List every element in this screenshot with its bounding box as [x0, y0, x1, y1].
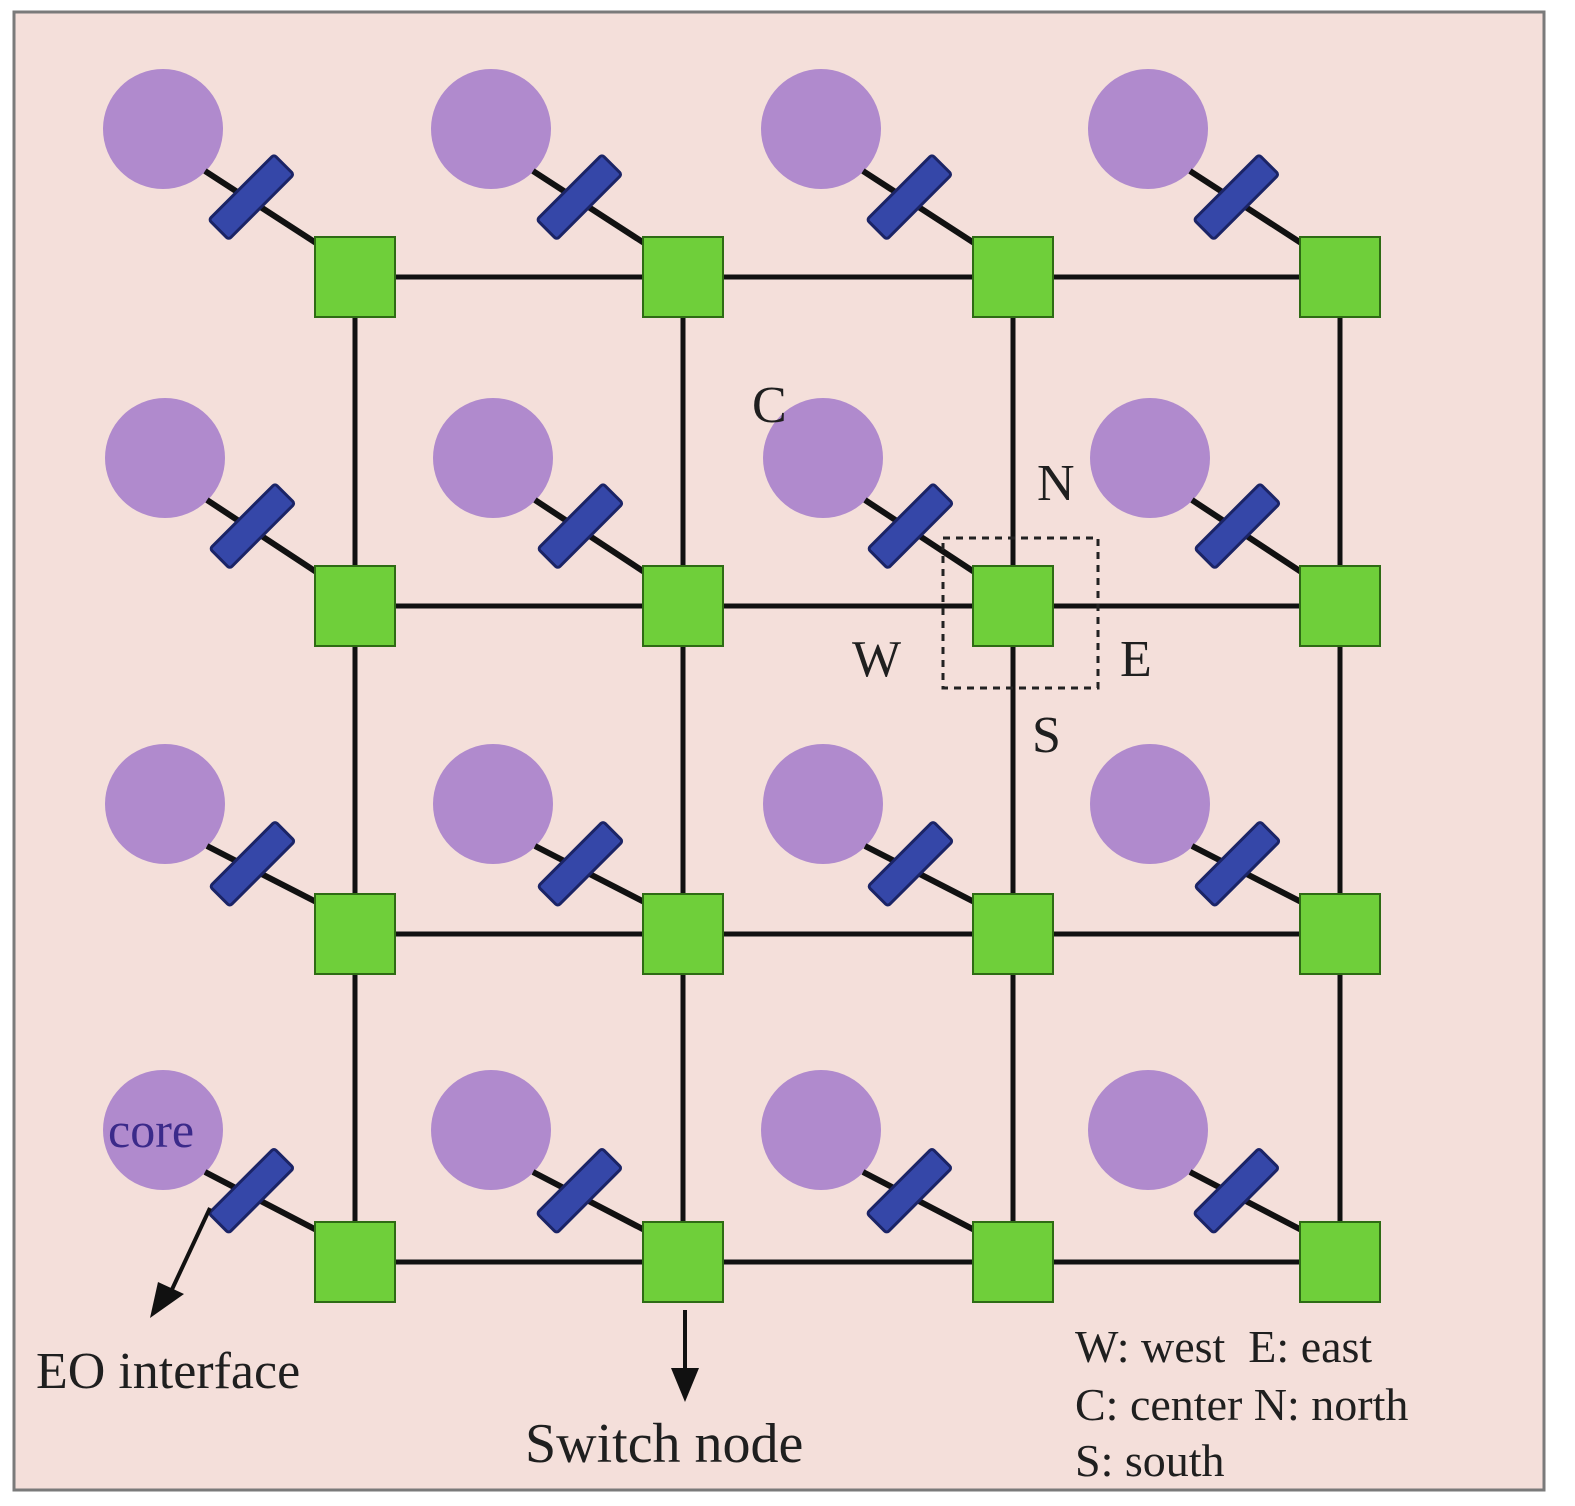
tile: [761, 69, 1054, 318]
core-switch-connector: [1188, 1169, 1317, 1240]
core-switch-connector: [1190, 497, 1317, 584]
eo-interface: [867, 821, 954, 907]
tile: [1090, 744, 1381, 975]
eo-interface-label: EO interface: [36, 1343, 300, 1400]
legend-line-3: S: south: [1075, 1435, 1225, 1486]
switch-node: [1299, 565, 1381, 647]
switch-node: [642, 893, 724, 975]
switch-node: [314, 893, 396, 975]
switch-node: [314, 236, 396, 318]
core-switch-connector: [205, 843, 332, 912]
core-switch-connector: [863, 843, 990, 912]
mesh-tiles: [103, 69, 1381, 1303]
core-circle: [1090, 398, 1210, 518]
switch-node: [1299, 236, 1381, 318]
eo-interface: [536, 1148, 623, 1234]
diagram-background: [12, 10, 1546, 1492]
core-switch-connector: [203, 168, 332, 255]
core-switch-connector: [533, 843, 660, 912]
core-switch-connector: [1188, 168, 1317, 255]
legend: W: west E: east C: center N: north S: so…: [1075, 1321, 1408, 1486]
core-circle: [763, 398, 883, 518]
legend-line-1: W: west E: east: [1075, 1321, 1372, 1372]
switch-node: [972, 236, 1054, 318]
eo-interface-arrow: [150, 1207, 212, 1318]
core-circle: [1088, 1070, 1208, 1190]
switch-node: [1299, 1221, 1381, 1303]
core-circle: [103, 1070, 223, 1190]
legend-line-2: C: center N: north: [1075, 1379, 1408, 1430]
switch-node-arrow: [671, 1310, 699, 1402]
core-circle: [431, 1070, 551, 1190]
eo-interface: [209, 483, 296, 569]
eo-interface: [209, 821, 296, 907]
eo-interface: [536, 154, 623, 240]
switch-node: [642, 565, 724, 647]
eo-interface: [1193, 154, 1280, 240]
core-switch-connector: [531, 168, 660, 255]
label-south: S: [1032, 707, 1061, 764]
core-switch-connector: [863, 497, 990, 584]
eo-interface: [537, 821, 624, 907]
tile: [433, 744, 724, 975]
switch-node: [314, 565, 396, 647]
core-switch-connector: [203, 1169, 332, 1240]
core-switch-connector: [861, 1169, 990, 1240]
eo-interface: [867, 483, 954, 569]
label-west: W: [852, 631, 901, 688]
eo-interface: [537, 483, 624, 569]
switch-node: [972, 1221, 1054, 1303]
tile: [105, 398, 396, 647]
switch-node: [642, 1221, 724, 1303]
eo-interface: [866, 154, 953, 240]
core-circle: [763, 744, 883, 864]
switch-node: [314, 1221, 396, 1303]
label-east: E: [1120, 631, 1152, 688]
label-center: C: [752, 377, 787, 434]
eo-interface: [208, 154, 295, 240]
eo-interface: [1194, 821, 1281, 907]
switch-node: [1299, 893, 1381, 975]
core-switch-connector: [1190, 843, 1317, 912]
core-circle: [105, 398, 225, 518]
core-circle: [761, 1070, 881, 1190]
core-circle: [1090, 744, 1210, 864]
switch-node-label: Switch node: [525, 1413, 803, 1475]
eo-interface: [1194, 483, 1281, 569]
core-switch-connector: [531, 1169, 660, 1240]
core-switch-connector: [533, 497, 660, 584]
core-circle: [105, 744, 225, 864]
tile: [105, 744, 396, 975]
switch-node: [972, 893, 1054, 975]
eo-interface: [1193, 1148, 1280, 1234]
core-switch-connector: [861, 168, 990, 255]
tile: [763, 744, 1054, 975]
tile: [763, 398, 1054, 647]
eo-interface: [208, 1148, 295, 1234]
core-label: core: [108, 1102, 194, 1158]
port-highlight-box: [941, 536, 1100, 690]
core-circle: [1088, 69, 1208, 189]
tile: [1088, 1070, 1381, 1303]
core-circle: [433, 744, 553, 864]
core-circle: [103, 69, 223, 189]
core-circle: [433, 398, 553, 518]
tile: [431, 1070, 724, 1303]
tile: [431, 69, 724, 318]
tile: [103, 1070, 396, 1303]
switch-node: [642, 236, 724, 318]
tile: [1088, 69, 1381, 318]
tile: [761, 1070, 1054, 1303]
eo-interface: [866, 1148, 953, 1234]
core-circle: [761, 69, 881, 189]
label-north: N: [1037, 455, 1075, 512]
mesh-links: [352, 274, 1343, 1265]
core-circle: [431, 69, 551, 189]
tile: [433, 398, 724, 647]
tile: [103, 69, 396, 318]
switch-node: [972, 565, 1054, 647]
core-switch-connector: [205, 497, 332, 584]
tile: [1090, 398, 1381, 647]
